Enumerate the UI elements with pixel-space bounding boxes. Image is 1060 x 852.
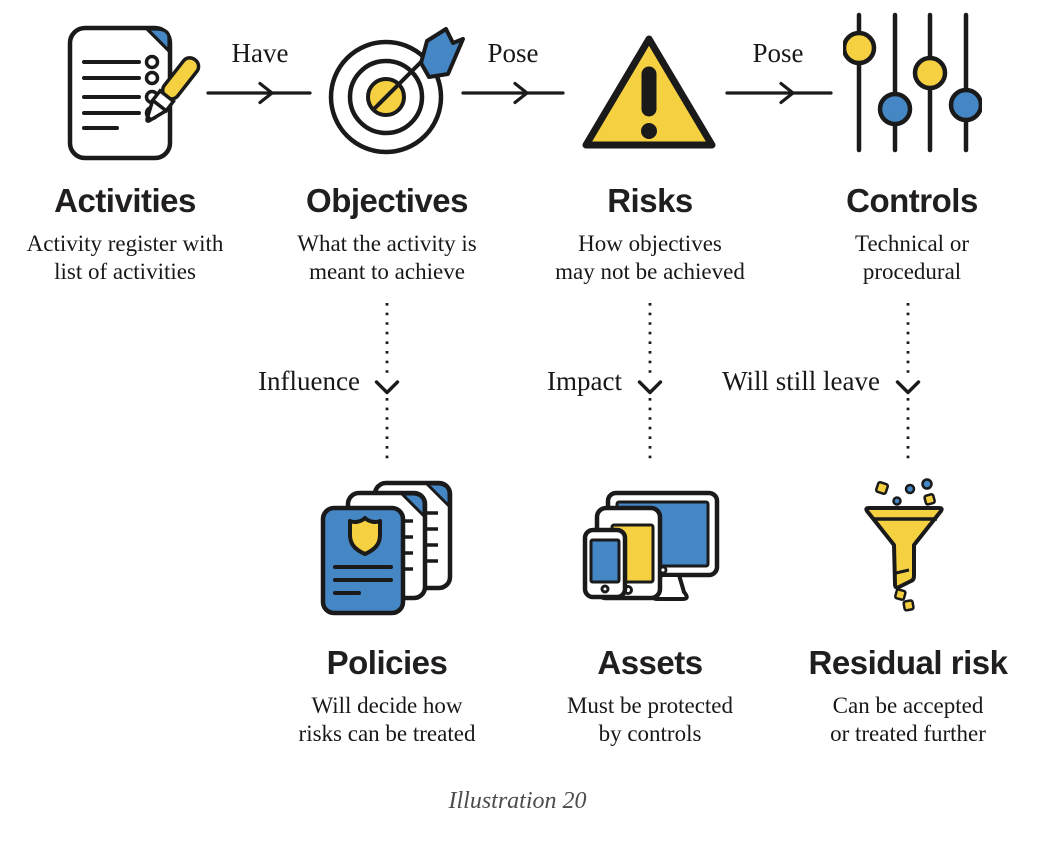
funnel-particles-top <box>874 478 936 506</box>
node-desc-objectives: What the activity is meant to achieve <box>297 231 477 284</box>
node-title-activities: Activities <box>54 182 196 219</box>
influence-arrow-label: Influence <box>258 366 360 396</box>
warning-triangle-icon <box>582 35 716 149</box>
document-pencil-icon <box>67 25 201 161</box>
flow-arrow-label-have: Have <box>231 38 289 68</box>
monitor-button <box>658 565 668 575</box>
dotted-arrow-lines <box>385 303 910 462</box>
node-desc-activities: Activity register with list of activitie… <box>26 231 224 284</box>
will-still-leave-arrow-label: Will still leave <box>722 366 880 396</box>
funnel-icon <box>864 478 944 612</box>
node-desc-assets: Must be protected by controls <box>566 693 734 746</box>
node-title-risks: Risks <box>607 182 693 219</box>
dotted-arrow-heads <box>374 380 921 395</box>
funnel-particles-bottom <box>894 588 915 612</box>
pencil <box>145 56 201 123</box>
phone <box>582 527 628 600</box>
devices-icon <box>582 490 720 601</box>
sliders-icon <box>843 12 982 153</box>
node-desc-risks: How objectives may not be achieved <box>555 231 745 284</box>
node-title-objectives: Objectives <box>306 182 468 219</box>
flow-arrow-label-pose-2: Pose <box>752 38 804 68</box>
node-title-residual-risk: Residual risk <box>808 644 1008 681</box>
target-arrow-icon <box>328 27 465 155</box>
illustration-caption: Illustration 20 <box>448 788 587 814</box>
node-title-policies: Policies <box>326 644 448 681</box>
flow-arrow-label-pose-1: Pose <box>487 38 539 68</box>
impact-arrow-label: Impact <box>547 366 622 396</box>
node-desc-residual-risk: Can be accepted or treated further <box>830 693 986 746</box>
node-title-controls: Controls <box>846 182 978 219</box>
node-title-assets: Assets <box>597 644 703 681</box>
node-desc-policies: Will decide how risks can be treated <box>298 693 476 746</box>
flow-arrow-lines <box>206 81 833 105</box>
node-desc-controls: Technical or procedural <box>855 231 969 284</box>
policy-documents-icon <box>320 480 453 616</box>
shield-icon <box>348 516 382 556</box>
front-policy-document <box>320 505 406 616</box>
